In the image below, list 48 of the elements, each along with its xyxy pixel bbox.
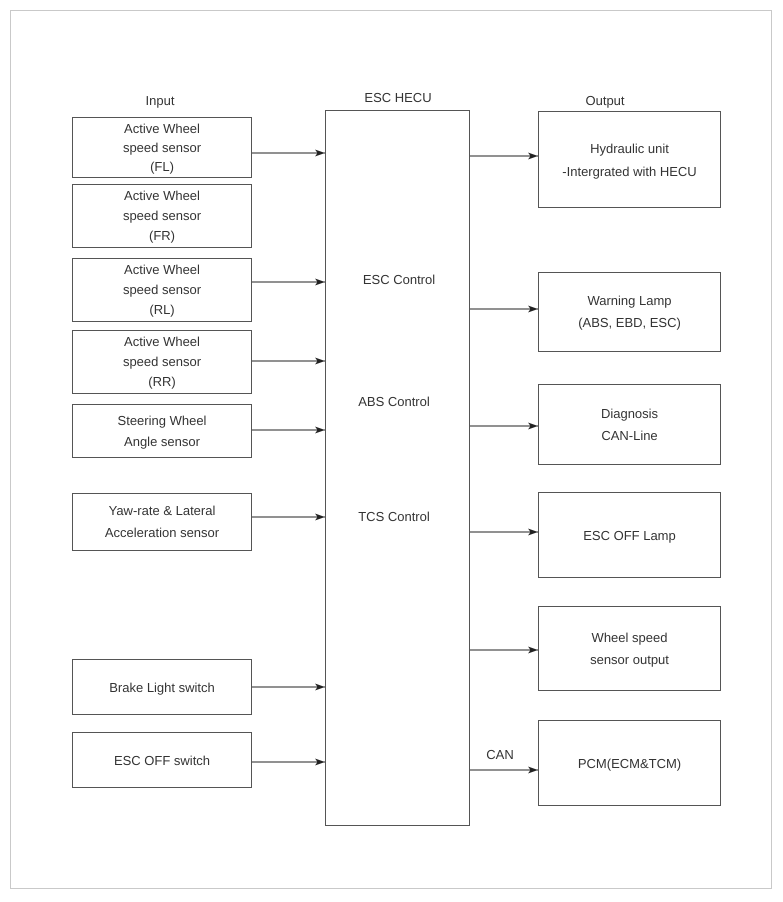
arrow bbox=[252, 684, 325, 690]
box-label: ESC OFF switch bbox=[114, 752, 210, 770]
arrow bbox=[252, 358, 325, 364]
arrow bbox=[470, 422, 538, 430]
output-box bbox=[538, 606, 721, 691]
input-box bbox=[72, 258, 252, 322]
box-label: ESC OFF Lamp bbox=[583, 526, 676, 545]
output-box bbox=[538, 384, 721, 465]
column-heading: Input bbox=[146, 93, 174, 109]
function-label: TCS Control bbox=[358, 509, 430, 525]
output-box bbox=[538, 111, 721, 208]
input-box bbox=[72, 732, 252, 788]
arrow bbox=[252, 278, 325, 286]
box-label: Active Wheel speed sensor (RR) bbox=[122, 333, 202, 391]
output-box bbox=[538, 272, 721, 352]
box-label: Warning Lamp (ABS, EBD, ESC) bbox=[577, 292, 682, 332]
arrow bbox=[252, 514, 325, 520]
arrow bbox=[470, 528, 538, 536]
function-label: ABS Control bbox=[358, 394, 430, 410]
output-box bbox=[538, 492, 721, 578]
arrow bbox=[470, 766, 538, 774]
box-label: Steering Wheel Angle sensor bbox=[116, 412, 208, 451]
input-box bbox=[72, 184, 252, 248]
column-heading: Output bbox=[585, 93, 625, 109]
box-label: Wheel speed sensor output bbox=[589, 628, 670, 669]
box-heading: ESC HECU bbox=[364, 90, 432, 106]
input-box bbox=[72, 659, 252, 715]
box-label: PCM(ECM&TCM) bbox=[578, 754, 682, 773]
input-box bbox=[72, 404, 252, 458]
arrow bbox=[470, 646, 538, 654]
arrow bbox=[252, 150, 325, 156]
edge-label: CAN bbox=[484, 747, 516, 762]
box-label: Hydraulic unit -Intergrated with HECU bbox=[561, 140, 698, 181]
arrow bbox=[470, 152, 538, 160]
function-label: ESC Control bbox=[362, 272, 436, 288]
input-box bbox=[72, 493, 252, 551]
output-box bbox=[538, 720, 721, 806]
arrow bbox=[470, 306, 538, 312]
box-label: Active Wheel speed sensor (RL) bbox=[122, 261, 202, 319]
box-label: Active Wheel speed sensor (FR) bbox=[122, 187, 202, 245]
arrow bbox=[252, 758, 325, 766]
arrow bbox=[252, 426, 325, 434]
box-label: Brake Light switch bbox=[109, 678, 215, 697]
box-label: Yaw-rate & Lateral Acceleration sensor bbox=[104, 502, 220, 542]
box-label: Active Wheel speed sensor (FL) bbox=[122, 120, 202, 176]
box-label: Diagnosis CAN-Line bbox=[600, 404, 660, 444]
input-box bbox=[72, 117, 252, 178]
input-box bbox=[72, 330, 252, 394]
